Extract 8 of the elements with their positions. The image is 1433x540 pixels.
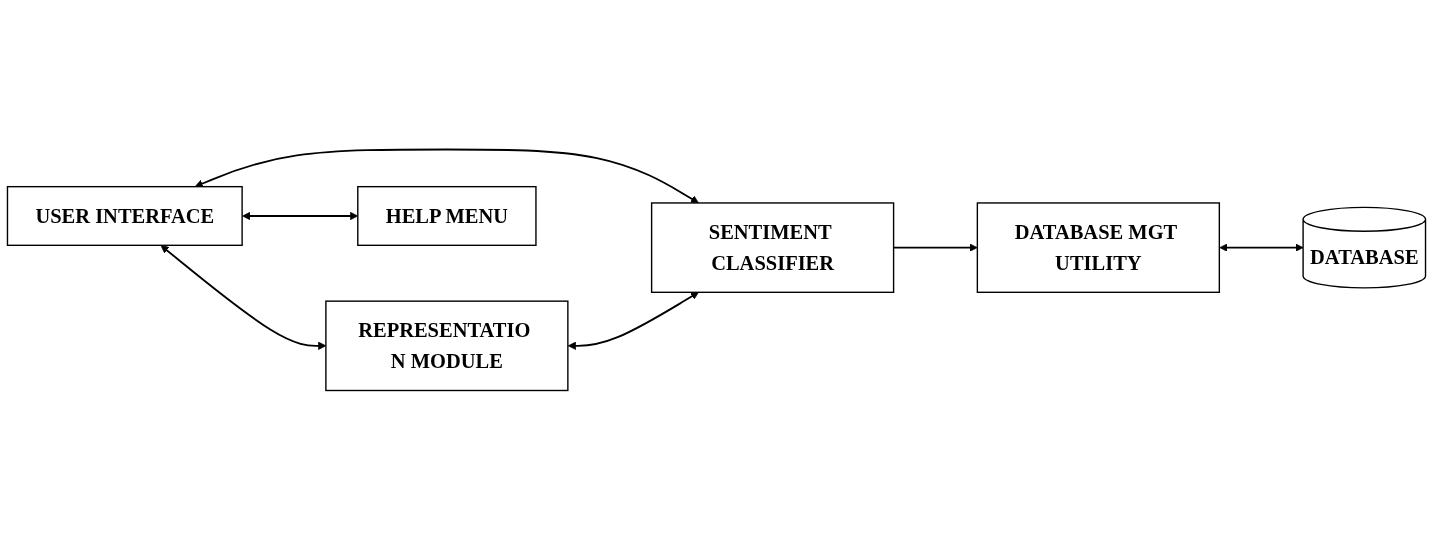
arrow (1219, 243, 1304, 252)
node-box: SENTIMENT CLASSIFIER (650, 202, 895, 294)
node-box: USER INTERFACE (6, 186, 243, 247)
arrow (194, 148, 699, 204)
arrow (567, 291, 699, 350)
node-box: DATABASE MGT UTILITY (976, 202, 1221, 294)
node-box: HELP MENU (357, 186, 537, 247)
node-box: REPRESENTATIO N MODULE (325, 300, 569, 392)
